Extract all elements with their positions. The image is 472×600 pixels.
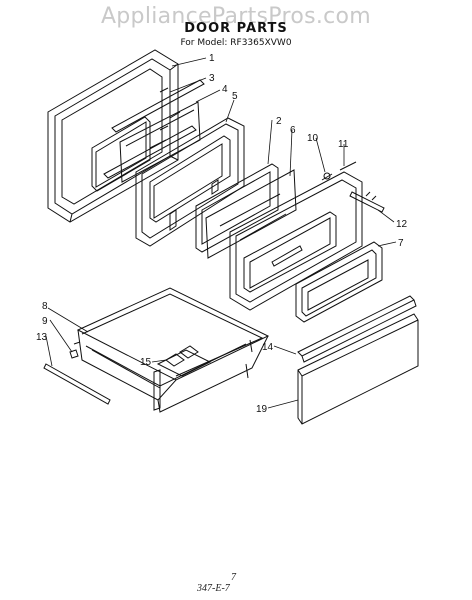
callout-1: 1 [209, 53, 215, 64]
part-storage-drawer [69, 287, 270, 413]
callout-11: 11 [338, 139, 349, 150]
model-subtitle: For Model: RF3365XVW0 [180, 38, 292, 48]
part-glass-panel [205, 169, 297, 259]
leader-lines [45, 57, 397, 409]
callout-19: 19 [256, 404, 268, 415]
part-window-trim [295, 241, 383, 323]
callout-6: 6 [290, 125, 296, 136]
callout-15: 15 [140, 357, 152, 368]
callout-14: 14 [262, 342, 274, 353]
callout-9: 9 [42, 316, 48, 327]
callout-8: 8 [42, 301, 48, 312]
callout-13: 13 [36, 332, 48, 343]
page-number: 7 [231, 572, 236, 583]
callout-5: 5 [232, 91, 238, 102]
part-inner-door-frame [229, 171, 363, 311]
callout-10: 10 [307, 133, 319, 144]
part-door-liner [135, 117, 245, 247]
part-retainer-strip [103, 79, 205, 179]
part-drawer-rail [43, 363, 111, 405]
callout-12: 12 [396, 219, 408, 230]
callout-3: 3 [209, 73, 215, 84]
callout-labels: 1 3 4 5 2 6 10 11 12 7 8 9 13 15 14 19 [36, 53, 408, 415]
part-seal-frame [195, 163, 279, 253]
callout-7: 7 [398, 238, 404, 249]
watermark: AppliancePartsPros.com [100, 4, 372, 29]
part-hardware [321, 161, 385, 213]
part-drawer-front [297, 313, 419, 425]
callout-4: 4 [222, 84, 228, 95]
part-outer-door-panel [47, 49, 179, 223]
diagram-title: DOOR PARTS [184, 21, 288, 36]
document-code: 347-E-7 [197, 583, 230, 594]
callout-2: 2 [276, 116, 282, 127]
part-drawer-trim [297, 295, 417, 363]
